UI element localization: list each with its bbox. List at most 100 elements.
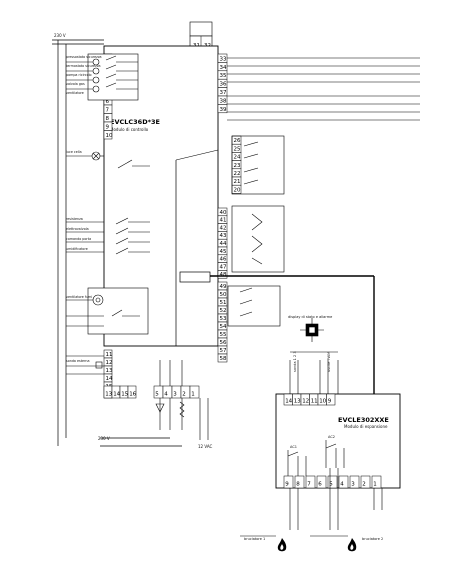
left-devices-low bbox=[66, 287, 149, 335]
right-relay-group-2 bbox=[231, 205, 285, 273]
left-terminal-number: 8 bbox=[106, 116, 110, 122]
right-terminal-low-number: 49 bbox=[220, 284, 227, 290]
burner-1-flame-icon bbox=[277, 538, 287, 552]
expansion-top-terminal-box bbox=[326, 393, 336, 406]
right-terminal-low-number: 50 bbox=[220, 292, 227, 298]
right-terminal-low-number: 51 bbox=[220, 300, 227, 306]
expansion-top-terminal-number: 10 bbox=[319, 399, 326, 405]
left-device-label: ventilatore fumi bbox=[66, 295, 92, 299]
burner-2-flame-icon bbox=[347, 538, 357, 552]
expansion-bottom-terminal-box bbox=[316, 475, 327, 489]
pwm-note: uscite PWM bbox=[327, 352, 331, 372]
supply-top-left-label: 230 V bbox=[54, 33, 66, 38]
io-terminal-number: 24 bbox=[234, 155, 241, 161]
bottom-left-terminal-number: 13 bbox=[105, 392, 112, 398]
expansion-bottom-terminal-number: 9 bbox=[285, 482, 289, 488]
right-terminal-mid-number: 46 bbox=[220, 257, 227, 263]
expansion-top-wires bbox=[289, 351, 339, 394]
expansion-top-terminal-number: 13 bbox=[294, 399, 301, 405]
expansion-bottom-terminal-box bbox=[371, 475, 382, 489]
expansion-top-terminal-number: 9 bbox=[328, 399, 332, 405]
right-terminal-low-number: 54 bbox=[220, 324, 227, 330]
right-terminal-top-box bbox=[217, 104, 228, 114]
right-terminal-low-number: 53 bbox=[220, 316, 227, 322]
bottom-center-terminal-number: 3 bbox=[173, 392, 177, 398]
left-devices-bottom bbox=[66, 355, 104, 375]
expansion-bottom-terminal-number: 3 bbox=[351, 482, 355, 488]
bottom-left-terminal-number: 14 bbox=[113, 392, 120, 398]
bottom-center-terminal-number: 1 bbox=[191, 392, 195, 398]
left-terminal-bottom-number: 14 bbox=[106, 376, 113, 382]
left-device-label: resistenza bbox=[66, 217, 83, 221]
bottom-center-terminal-number: 4 bbox=[164, 392, 168, 398]
bottom-left-terminal-number: 16 bbox=[129, 392, 136, 398]
top-output-lines bbox=[227, 57, 420, 121]
control-right-terminals: 3334353637383940414243444546474849505152… bbox=[217, 53, 242, 363]
expansion-top-terminal-number: 11 bbox=[311, 399, 318, 405]
expansion-bottom-terminal-number: 4 bbox=[340, 482, 344, 488]
control-module-subtitle: Modulo di controllo bbox=[110, 127, 149, 132]
left-device-label: sonda esterna bbox=[66, 359, 89, 363]
right-relay-group-1 bbox=[231, 135, 285, 195]
right-terminal-top-number: 34 bbox=[220, 65, 227, 71]
left-terminal-number: 9 bbox=[106, 125, 110, 131]
led-display-note: display di stato e allarme bbox=[288, 315, 332, 319]
expansion-bottom-terminal-number: 1 bbox=[373, 482, 377, 488]
left-device-label: valvola gas bbox=[66, 82, 85, 86]
right-terminal-mid-number: 48 bbox=[220, 272, 227, 278]
expansion-bottom-terminal-box bbox=[327, 475, 338, 489]
right-terminal-top-number: 38 bbox=[220, 98, 227, 104]
right-terminal-top-number: 33 bbox=[220, 56, 227, 62]
right-terminal-top-number: 37 bbox=[220, 90, 227, 96]
left-terminal-bottom-number: 12 bbox=[106, 360, 113, 366]
led-display-icon bbox=[300, 318, 324, 342]
bottom-center-terminal-number: 2 bbox=[182, 392, 186, 398]
right-terminal-top-number: 36 bbox=[220, 82, 227, 88]
left-terminal-bottom-number: 13 bbox=[106, 368, 113, 374]
left-device-label: pressostato sicurezza bbox=[66, 55, 102, 59]
expansion-bottom-terminal-box bbox=[283, 475, 294, 489]
expansion-bottom-terminal-number: 7 bbox=[307, 482, 311, 488]
right-terminal-mid-number: 41 bbox=[220, 218, 227, 224]
right-terminal-low-number: 57 bbox=[220, 348, 227, 354]
left-device-label: umidificatore bbox=[66, 247, 88, 251]
bottom-left-terminal-box bbox=[127, 385, 137, 399]
bottom-supply-lines bbox=[100, 437, 182, 447]
right-terminal-mid-number: 43 bbox=[220, 233, 227, 239]
io-terminal-number: 25 bbox=[234, 146, 241, 152]
supply-12v-label: 12 VAC bbox=[198, 444, 213, 449]
left-terminal-bottom-number: 11 bbox=[106, 352, 113, 358]
right-terminal-top-number: 35 bbox=[220, 73, 227, 79]
io-terminal-number: 26 bbox=[234, 138, 241, 144]
expansion-top-terminal-number: 14 bbox=[285, 399, 292, 405]
right-terminal-low-number: 55 bbox=[220, 332, 227, 338]
right-terminal-low-number: 52 bbox=[220, 308, 227, 314]
burner-2-label: bruciatore 2 bbox=[362, 537, 383, 541]
left-devices-mid bbox=[66, 217, 150, 255]
left-terminal-number: 10 bbox=[106, 133, 113, 139]
expansion-bottom-terminal-number: 5 bbox=[329, 482, 333, 488]
left-devices-top bbox=[66, 53, 139, 101]
io-terminal-number: 23 bbox=[234, 163, 241, 169]
left-supply-lines bbox=[52, 39, 104, 446]
bottom-center-terminal-box bbox=[189, 385, 200, 399]
right-terminal-low-box bbox=[217, 353, 228, 363]
right-terminal-mid-number: 47 bbox=[220, 264, 227, 270]
expansion-relays bbox=[287, 440, 345, 476]
sensor-note: sonda 1 2 3 bbox=[293, 351, 297, 372]
left-device-label: ventilatore bbox=[66, 91, 84, 95]
left-device-label: elettrovalvola bbox=[66, 227, 89, 231]
relay-label-ac1: AC1 bbox=[290, 445, 297, 449]
right-terminal-mid-number: 45 bbox=[220, 249, 227, 255]
left-terminal-number: 7 bbox=[106, 108, 110, 114]
expansion-bottom-terminal-box bbox=[349, 475, 360, 489]
io-terminal-number: 20 bbox=[234, 187, 241, 193]
right-terminal-mid-number: 42 bbox=[220, 225, 227, 231]
expansion-bottom-terminal-number: 8 bbox=[296, 482, 300, 488]
lamp-symbol bbox=[66, 151, 150, 169]
expansion-bottom-terminal-box bbox=[305, 475, 316, 489]
